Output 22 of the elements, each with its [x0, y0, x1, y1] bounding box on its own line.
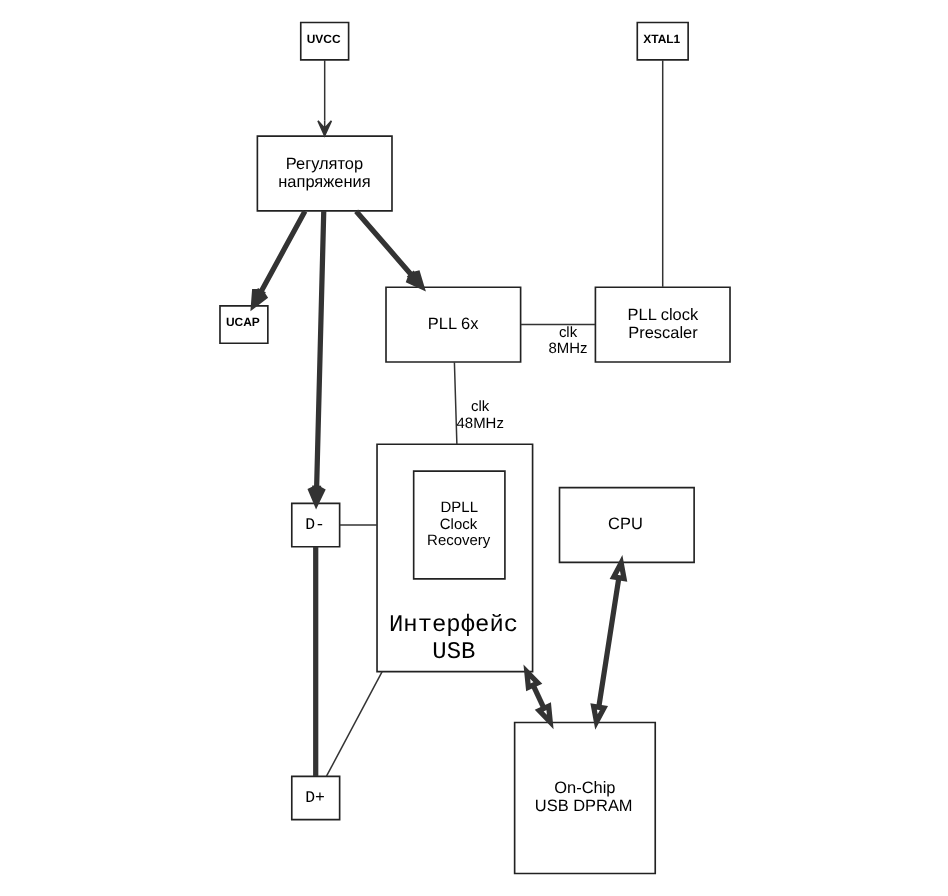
arrow: [306, 210, 326, 506]
arrow: [589, 555, 627, 730]
node-box: DPLL Clock Recovery: [411, 470, 505, 580]
node-box: D+: [289, 775, 340, 821]
arrow: [249, 210, 307, 309]
arrow: [522, 664, 553, 730]
arrow: [316, 59, 332, 137]
connector: [519, 323, 595, 326]
connector: [312, 546, 318, 776]
node-box: Регулятор напряжения: [255, 135, 392, 212]
arrow: [353, 209, 424, 290]
edge-label: clk 8MHz: [547, 322, 587, 358]
node-box: PLL 6x: [384, 286, 521, 363]
connector: [452, 361, 457, 445]
node-box: On-Chip USB DPRAM: [512, 721, 656, 875]
node-box: CPU: [557, 486, 694, 564]
edge-label: clk 48MHz: [455, 397, 503, 432]
node-box: PLL clock Prescaler: [593, 286, 730, 363]
node-box: D-: [289, 502, 340, 548]
connector: [324, 670, 382, 777]
connector: [338, 524, 377, 526]
connector: [660, 59, 663, 288]
